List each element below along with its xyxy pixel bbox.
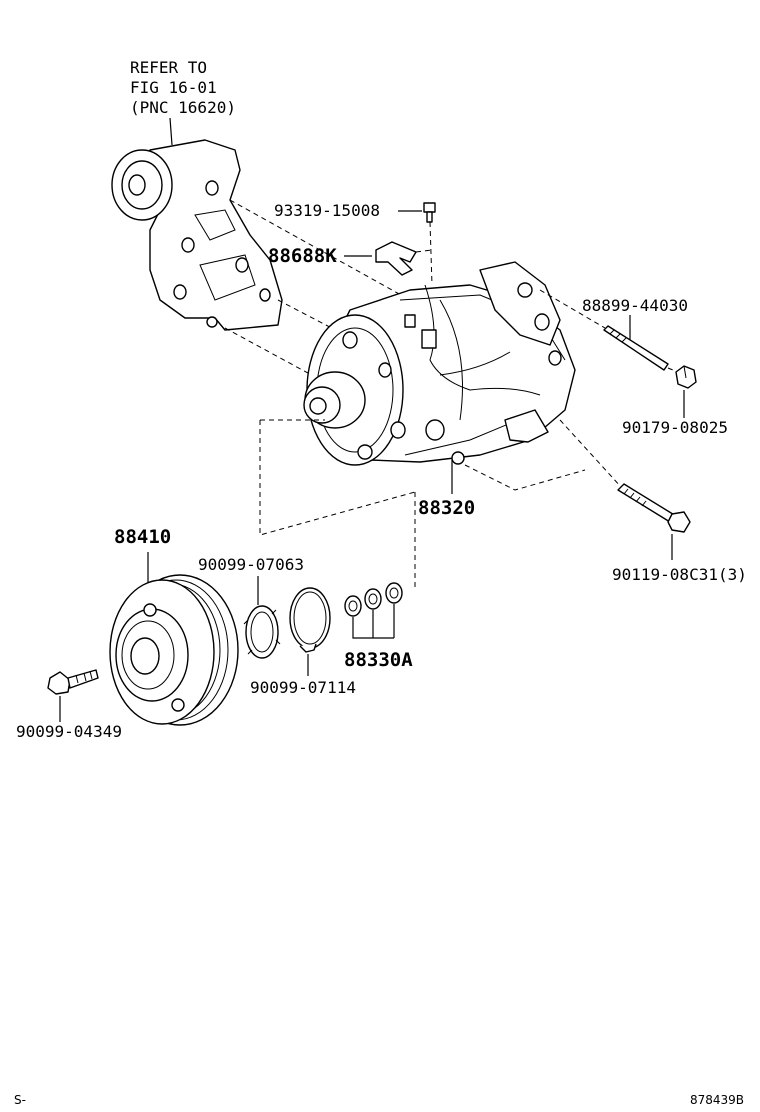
clutch-pulley-drawing [109, 574, 239, 726]
snap-ring-small-drawing [243, 605, 281, 659]
dashed-line-mount-bolt [559, 419, 623, 489]
mount-bolt-drawing [617, 483, 691, 533]
refer-note-line-2: FIG 16-01 [130, 78, 217, 97]
label-88688K: 88688K [268, 245, 337, 267]
snap-ring-large-drawing [289, 587, 331, 653]
leader-88330A [352, 604, 395, 639]
dashed-line-bracket-2 [277, 299, 346, 336]
compressor-drawing [303, 261, 576, 466]
dashed-line-bolt [429, 221, 433, 286]
dashed-line-nut [667, 367, 679, 373]
dashed-box-left [259, 420, 416, 536]
shim-set-drawing [344, 582, 403, 617]
footer-left-mark: S- [14, 1093, 26, 1107]
label-93319-15008: 93319-15008 [274, 201, 380, 220]
refer-note-line-3: (PNC 16620) [130, 98, 236, 117]
refer-leader [169, 117, 173, 146]
label-88320: 88320 [418, 497, 475, 519]
refer-note-line-1: REFER TO [130, 58, 207, 77]
bracket-clip-drawing [375, 241, 417, 276]
figure-id: 878439B [690, 1093, 744, 1107]
label-90099-07114: 90099-07114 [250, 678, 356, 697]
label-90119-08C31: 90119-08C31(3) [612, 565, 747, 584]
dashed-line-clip [415, 249, 433, 253]
stud-bolt-drawing [603, 325, 669, 371]
dashed-line-bracket-1 [229, 199, 411, 301]
label-90099-07063: 90099-07063 [198, 555, 304, 574]
label-88330A: 88330A [344, 649, 413, 671]
nut-drawing [675, 365, 697, 389]
label-88410: 88410 [114, 526, 171, 548]
small-bolt-drawing [423, 202, 436, 223]
hub-bolt-drawing [47, 669, 99, 695]
label-90179-08025: 90179-08025 [622, 418, 728, 437]
idler-bracket-drawing [111, 139, 283, 331]
dashed-line-lower-right [464, 464, 586, 491]
label-88899-44030: 88899-44030 [582, 296, 688, 315]
label-90099-04349: 90099-04349 [16, 722, 122, 741]
dashed-line-stud [539, 289, 606, 329]
